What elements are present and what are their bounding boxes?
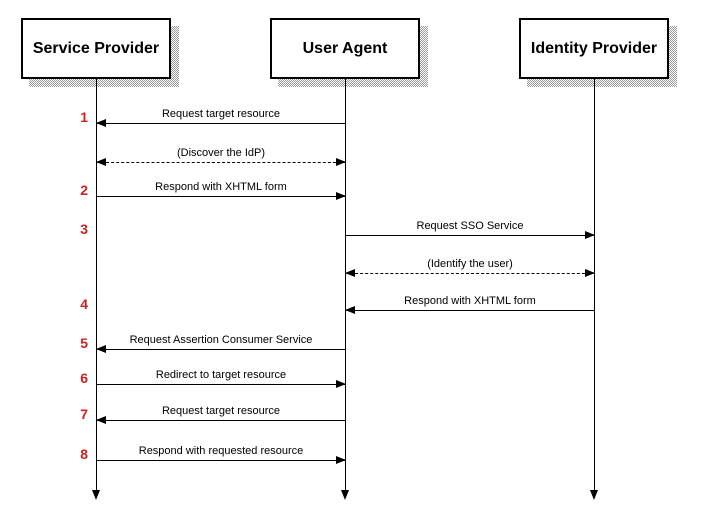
- message-identify-the-user: (Identify the user): [345, 257, 595, 277]
- arrowhead-right-icon: [585, 269, 595, 277]
- actor-box: User Agent: [270, 18, 420, 79]
- message-label: Request target resource: [161, 405, 280, 417]
- step-number: 7: [80, 406, 88, 422]
- message-line: [96, 119, 346, 127]
- message-label: Request Assertion Consumer Service: [129, 334, 313, 346]
- arrowhead-right-icon: [336, 192, 346, 200]
- step-number: 6: [80, 370, 88, 386]
- arrowhead-left-icon: [96, 345, 106, 353]
- arrowhead-down-icon: [92, 490, 100, 500]
- message-line: [345, 269, 595, 277]
- message-line: [345, 306, 595, 314]
- step-number: 2: [80, 182, 88, 198]
- message-respond-with-xhtml-form: Respond with XHTML form: [345, 294, 595, 314]
- actor-label: Identity Provider: [530, 39, 658, 57]
- message-request-target-resource: Request target resource: [96, 107, 346, 127]
- message-respond-with-requested-resource: Respond with requested resource: [96, 444, 346, 464]
- actor-user-agent: User Agent: [270, 18, 428, 87]
- arrowhead-right-icon: [336, 456, 346, 464]
- arrowhead-left-icon: [96, 416, 106, 424]
- message-respond-with-xhtml-form: Respond with XHTML form: [96, 180, 346, 200]
- arrowhead-right-icon: [336, 380, 346, 388]
- arrowhead-right-icon: [585, 231, 595, 239]
- lifeline-identity-provider: [590, 79, 598, 500]
- arrowhead-left-icon: [345, 306, 355, 314]
- message-request-target-resource: Request target resource: [96, 404, 346, 424]
- arrowhead-left-icon: [345, 269, 355, 277]
- lifeline-service-provider: [92, 79, 100, 500]
- message-label: Redirect to target resource: [155, 369, 287, 381]
- lifeline-user-agent: [341, 79, 349, 500]
- step-number: 8: [80, 446, 88, 462]
- actor-label: Service Provider: [32, 39, 160, 57]
- message-line: [96, 416, 346, 424]
- arrowhead-down-icon: [341, 490, 349, 500]
- arrowhead-right-icon: [336, 158, 346, 166]
- message-label: (Discover the IdP): [176, 147, 266, 159]
- step-number: 5: [80, 335, 88, 351]
- arrowhead-left-icon: [96, 158, 106, 166]
- message-request-sso-service: Request SSO Service: [345, 219, 595, 239]
- actor-box: Service Provider: [21, 18, 171, 79]
- message-label: Respond with XHTML form: [155, 181, 287, 193]
- actor-service-provider: Service Provider: [21, 18, 179, 87]
- message-label: (Identify the user): [427, 258, 513, 270]
- message-line: [96, 456, 346, 464]
- message-label: Respond with requested resource: [138, 445, 304, 457]
- step-number: 4: [80, 296, 88, 312]
- message-discover-the-idp: (Discover the IdP): [96, 146, 346, 166]
- message-line: [345, 231, 595, 239]
- step-number: 3: [80, 221, 88, 237]
- actor-box: Identity Provider: [519, 18, 669, 79]
- message-label: Request target resource: [161, 108, 280, 120]
- message-request-assertion-consumer-service: Request Assertion Consumer Service: [96, 333, 346, 353]
- message-label: Respond with XHTML form: [404, 295, 536, 307]
- message-line: [96, 380, 346, 388]
- message-line: [96, 192, 346, 200]
- arrowhead-down-icon: [590, 490, 598, 500]
- step-number: 1: [80, 109, 88, 125]
- arrowhead-left-icon: [96, 119, 106, 127]
- message-redirect-to-target-resource: Redirect to target resource: [96, 368, 346, 388]
- actor-label: User Agent: [302, 39, 388, 57]
- message-label: Request SSO Service: [416, 220, 524, 232]
- actor-identity-provider: Identity Provider: [519, 18, 677, 87]
- message-line: [96, 345, 346, 353]
- message-line: [96, 158, 346, 166]
